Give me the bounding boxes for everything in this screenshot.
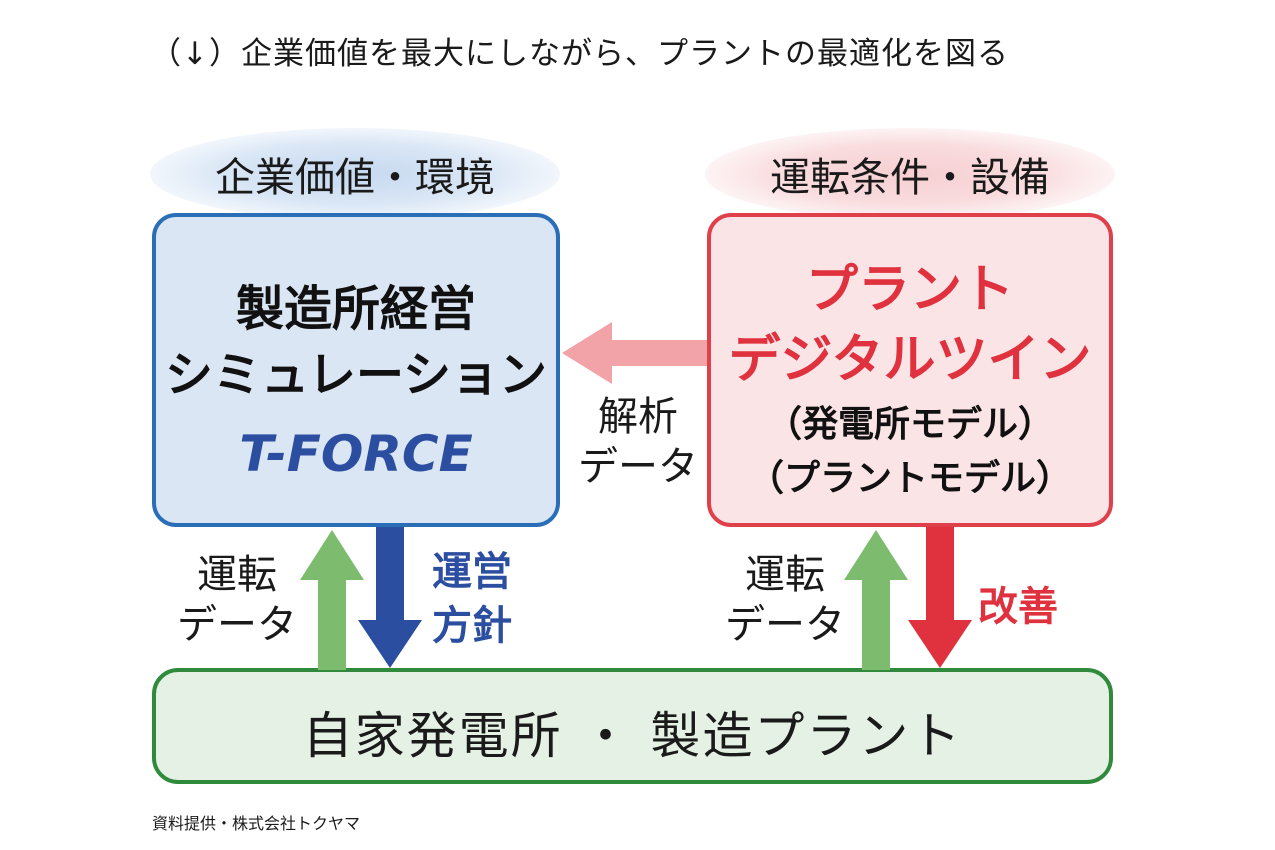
plant-box: 自家発電所 ・ 製造プラント bbox=[152, 668, 1113, 784]
left-box-line3: T-FORCE bbox=[239, 425, 473, 483]
right-header: 運転条件・設備 bbox=[705, 128, 1115, 220]
analysis-data-arrow bbox=[562, 322, 707, 384]
left-operation-data-label-line1: 運転 bbox=[197, 552, 277, 598]
left-operation-data-label-line2: データ bbox=[177, 602, 297, 648]
right-operation-data-label-line1: 運転 bbox=[745, 552, 825, 598]
improvement-arrow bbox=[908, 527, 972, 668]
bottom-box-text: 自家発電所 ・ 製造プラント bbox=[302, 707, 963, 765]
right-operation-data-arrow bbox=[844, 530, 908, 670]
management-policy-label-line2: 方針 bbox=[432, 603, 512, 649]
analysis-data-label-line1: 解析 bbox=[598, 394, 678, 440]
analysis-data-label-line2: データ bbox=[578, 444, 698, 490]
right-operation-data-label-line2: データ bbox=[725, 602, 845, 648]
right-operation-data-label: 運転 データ bbox=[720, 550, 850, 650]
management-policy-arrow bbox=[358, 527, 422, 668]
left-operation-data-arrow bbox=[300, 530, 364, 670]
right-box-line2: デジタルツイン bbox=[728, 330, 1092, 390]
management-simulation-box: 製造所経営 シミュレーション T-FORCE bbox=[152, 213, 560, 527]
analysis-data-label: 解析 データ bbox=[578, 392, 698, 492]
plant-digital-twin-box: プラント デジタルツイン （発電所モデル） （プラントモデル） bbox=[707, 213, 1113, 527]
diagram-title: （↓）企業価値を最大にしながら、プラントの最適化を図る bbox=[150, 36, 1009, 72]
left-operation-data-label: 運転 データ bbox=[172, 550, 302, 650]
management-policy-label: 運営 方針 bbox=[432, 545, 512, 653]
improvement-label: 改善 bbox=[978, 584, 1058, 630]
right-box-line4: （プラントモデル） bbox=[747, 458, 1072, 499]
right-box-line3: （発電所モデル） bbox=[765, 404, 1054, 445]
source-credit: 資料提供・株式会社トクヤマ bbox=[152, 814, 361, 833]
left-box-line1: 製造所経営 bbox=[235, 281, 476, 337]
management-policy-label-line1: 運営 bbox=[432, 549, 512, 595]
left-box-line2: シミュレーション bbox=[164, 347, 548, 403]
left-header: 企業価値・環境 bbox=[150, 128, 560, 220]
right-box-line1: プラント bbox=[805, 260, 1014, 320]
